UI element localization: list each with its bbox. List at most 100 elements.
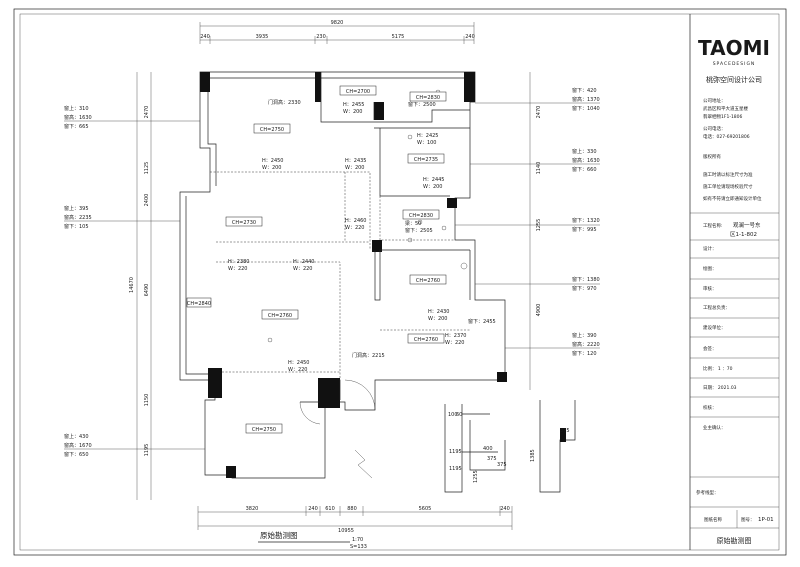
room-ch: CH=2760	[268, 313, 292, 319]
scale-field: 比例： 1 ：70	[703, 365, 733, 372]
date-field: 日期： 2021.03	[703, 385, 737, 391]
address-line-2: 翡翠栖物1F1-1806	[703, 113, 743, 120]
room-ch: CH=2750	[260, 127, 284, 133]
hw-w: W：220	[345, 225, 365, 231]
address-line-1: 武昌区和平大道五星楼	[703, 105, 748, 112]
title-block: TAOMI SPACEDESIGN 桃弥空间设计公司 公司地址： 武昌区和平大道…	[690, 36, 779, 545]
right-seg-4: 4900	[536, 304, 542, 317]
sheet-inner-border	[19, 13, 780, 551]
room-ch: CH=2760	[414, 337, 438, 343]
bottom-seg-2: 240	[308, 506, 318, 512]
window-bottom: 窗下：995	[572, 226, 597, 233]
detail-dim: 1255	[473, 470, 479, 483]
address-label: 公司地址：	[703, 97, 726, 104]
left-dimensions: 14670 2470 1125 2400 6490 1150 1195	[129, 72, 152, 500]
left-seg-1: 2470	[144, 106, 150, 119]
hw-w: W：220	[445, 340, 465, 346]
left-seg-4: 6490	[144, 284, 150, 297]
hw-h: H：2455	[343, 102, 365, 108]
wall-block	[497, 372, 507, 382]
detail-dim: 1195	[449, 466, 462, 472]
window-bottom: 窗下：105	[64, 223, 89, 230]
room-ch: CH=2830	[416, 95, 440, 101]
hw-h: H：2370	[445, 333, 467, 339]
sheet-name-label: 图纸名称	[704, 516, 722, 523]
design-field: 设计：	[703, 245, 717, 252]
misc-note: 梁：50	[405, 220, 421, 227]
left-seg-5: 1150	[144, 394, 150, 407]
detail-dim: 60	[456, 412, 462, 418]
hw-h: H：2430	[428, 309, 450, 315]
room-ch: CH=2830	[409, 213, 433, 219]
window-top: 窗下：1380	[572, 276, 600, 283]
fixture-circle	[460, 262, 468, 270]
room-ch: CH=2750	[252, 427, 276, 433]
bottom-seg-5: 5605	[419, 506, 432, 512]
misc-note: 窗下：2455	[468, 318, 496, 325]
wall-block	[200, 72, 210, 92]
door-note: 门洞高：2215	[352, 352, 385, 359]
room-ch: CH=2735	[414, 157, 438, 163]
left-seg-2: 1125	[144, 162, 150, 175]
detail-dim: 375	[497, 462, 507, 468]
wall-block	[226, 466, 236, 478]
hw-h: H：2445	[423, 177, 445, 183]
window-top: 窗下：420	[572, 87, 597, 94]
wall-block	[208, 368, 222, 398]
wall-block	[447, 198, 457, 208]
hw-h: H：2380	[228, 259, 250, 265]
window-height: 窗高：1630	[64, 114, 92, 121]
left-seg-3: 2400	[144, 194, 150, 207]
window-notes-right: 窗下：420 窗高：1370 窗下：1040 窗上：330 窗高：1630 窗下…	[455, 87, 600, 357]
right-seg-2: 1140	[536, 162, 542, 175]
owner-field: 业主确认：	[703, 424, 726, 431]
room-labels: CH=2750 CH=2700 CH=2830 CH=2735 CH=2730 …	[186, 85, 447, 434]
window-top: 窗上：390	[572, 332, 597, 339]
misc-note: 窗下：2500	[408, 101, 436, 108]
project-name: 观澜一号东	[733, 221, 761, 229]
detail-dim: 375	[560, 428, 570, 434]
hw-w: W：200	[343, 109, 363, 115]
wall-block	[318, 378, 340, 408]
note-1: 施工时请以标注尺寸为准	[703, 171, 753, 178]
section-detail-2: 375 1385	[530, 400, 576, 493]
hw-h: H：2450	[262, 158, 284, 164]
top-seg-3: 230	[316, 34, 326, 40]
hw-h: H：2450	[288, 360, 310, 366]
detail-dim: 100	[448, 412, 458, 418]
right-seg-1: 2470	[536, 106, 542, 119]
leader-field: 工程总负责：	[703, 304, 730, 311]
sheet-name: 原始勘测图	[717, 536, 752, 545]
left-seg-6: 1195	[144, 444, 150, 457]
room-ch: CH=2760	[416, 278, 440, 284]
note-2: 施工单位请现场校验尺寸	[703, 183, 753, 190]
window-bottom: 窗下：665	[64, 123, 89, 130]
fixture-circle	[407, 134, 413, 140]
hw-h: H：2440	[293, 259, 315, 265]
detail-dim: 375	[487, 456, 497, 462]
hw-w: W：200	[423, 184, 443, 190]
window-height: 窗高：2220	[572, 341, 600, 348]
annotations: 门洞高：2330 门洞高：2215 H：2455 W：200 H：2425 W：…	[228, 99, 496, 373]
window-top: 窗上：310	[64, 105, 89, 112]
bottom-seg-3: 610	[325, 506, 335, 512]
hw-w: W：200	[262, 165, 282, 171]
sheet-no-label: 图号：	[741, 517, 755, 523]
wall-block	[374, 102, 384, 120]
draw-field: 绘图：	[703, 265, 717, 272]
room-ch: CH=2840	[187, 301, 211, 307]
window-bottom: 窗下：970	[572, 285, 597, 292]
bottom-total-dim: 10955	[338, 528, 354, 534]
hw-w: W：220	[288, 367, 308, 373]
drawing-scale-b: S=133	[350, 544, 367, 550]
hw-w: W：220	[228, 266, 248, 272]
left-total-dim: 14670	[129, 277, 135, 293]
top-total-dim: 9820	[331, 20, 344, 26]
fixture-circle	[441, 225, 447, 231]
drawing-scale-a: 1:70	[352, 537, 363, 543]
sheet-border	[13, 8, 787, 556]
hw-w: W：100	[417, 140, 437, 146]
window-height: 窗高：2235	[64, 214, 92, 221]
hw-w: W：200	[345, 165, 365, 171]
wall-block	[464, 72, 475, 102]
